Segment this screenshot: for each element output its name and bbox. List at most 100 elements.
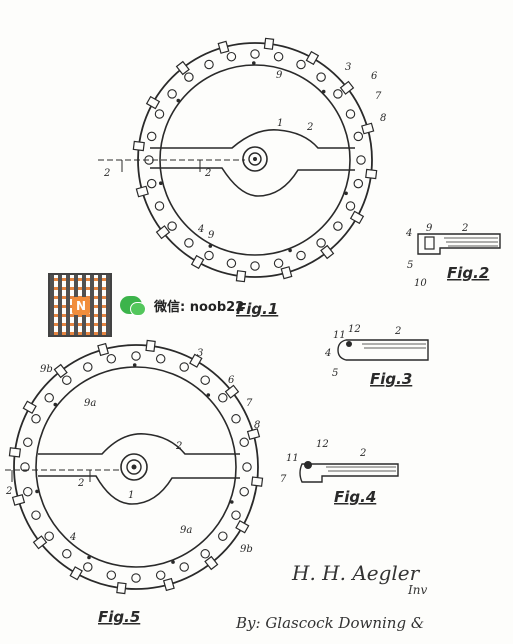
fig1-hole [226,258,237,269]
fig1-label-8: 8 [380,113,386,124]
fig5-label-9b-top: 9b [40,364,53,375]
fig1-label-1: 1 [277,118,283,129]
fig5-label-4: 4 [69,532,76,543]
fig1-clip [344,191,348,196]
fig5-hole [62,549,72,559]
fig5-hole [218,531,228,541]
fig3-label-4: 4 [324,348,331,359]
fig1-hole [273,51,284,62]
fig2-label-9: 9 [426,223,433,234]
fig5-inner-rim [35,366,237,568]
fig4-rivet [304,461,312,469]
fig5-hole [242,462,252,472]
fig1-hole [250,261,260,271]
fig5-notch [32,535,48,550]
fig4-drawing: 11 12 2 7 Fig.4 [280,439,399,506]
fig5-notch [162,577,175,592]
fig5-hole [155,354,166,364]
fig1-hub-inner [248,152,262,166]
fig1-notch [175,60,190,76]
fig1-notch [349,210,365,225]
fig1-drawing: 1 2 3 6 7 8 9 4 9 2 2 Fig.1 [98,37,386,318]
fig3-label-12: 12 [348,324,361,335]
fig1-label-3: 3 [345,62,351,73]
fig5-label-2: 2 [175,441,182,452]
fig5-hole [31,414,41,424]
fig1-section-label-right: 2 [204,168,211,179]
fig5-hole [23,486,33,497]
fig3-label-2: 2 [394,326,401,337]
fig5-hole [239,486,249,497]
fig1-hole [353,178,364,189]
fig5-hole [131,351,141,361]
fig5-section-label-left: 2 [5,486,12,497]
fig5-clip [53,402,58,407]
fig1-hole [296,59,306,70]
fig1-notch [190,254,205,270]
fig5-hub [120,453,148,481]
fig1-hub [242,146,268,172]
fig4-caption: Fig.4 [334,488,376,506]
fig5-hole [106,354,117,364]
fig1-clip [321,89,326,94]
fig1-notch [320,244,335,260]
fig2-label-5: 5 [407,260,413,271]
fig5-wheel [8,339,264,595]
fig1-notch [361,122,375,135]
fig4-section-outline [299,463,399,483]
fig1-hole [316,238,326,248]
fig2-caption: Fig.2 [447,264,489,282]
fig5-hole [83,562,93,572]
qr-badge: N [72,297,90,315]
fig5-drawing: 9b 9a 3 6 7 8 2 1 4 9a 9b 2 2 Fig.5 [5,339,264,626]
watermark-overlay: N 微信: noob22 [48,273,244,337]
fig1-hole [250,49,260,59]
fig5-label-7: 7 [246,398,253,409]
fig3-hatching [362,343,426,349]
fig1-notch [365,168,378,180]
fig1-hole [204,250,214,261]
fig2-drawing: 4 9 2 5 10 Fig.2 [405,223,501,289]
fig5-label-8: 8 [254,420,260,431]
fig1-clip [176,98,181,103]
fig1-hole [146,131,157,142]
fig1-notch [263,37,275,50]
fig2-label-10: 10 [414,278,427,289]
fig5-hub-inner [126,459,142,475]
fig5-caption: Fig.5 [98,608,140,626]
fig5-hole [83,362,93,372]
fig5-notch [69,566,83,581]
attorney-signature: By: Glascock Downing & [235,614,424,632]
fig5-notch [246,428,261,441]
fig1-hole [226,51,237,62]
fig5-outer-rim [13,344,259,590]
fig1-clip [288,248,292,253]
fig3-caption: Fig.3 [370,370,412,388]
fig5-hole [31,510,41,520]
fig2-section-outline [417,233,501,255]
fig1-clip [159,181,163,185]
fig5-notch [235,520,250,534]
fig5-hole [20,462,30,472]
fig5-hole [200,375,210,385]
fig1-notch [305,50,320,66]
fig1-hole [184,238,194,248]
fig5-notch [8,447,22,458]
fig1-label-6: 6 [371,71,378,82]
fig3-rivet [346,341,352,347]
fig5-hole [231,510,241,520]
fig5-clip [230,500,234,504]
fig5-clip [87,555,91,560]
fig5-notch [145,339,156,353]
fig5-hole [231,414,241,424]
fig5-hole [131,573,141,583]
fig5-notch [250,476,264,487]
fig1-notch [235,270,247,283]
fig1-hole [184,72,194,82]
fig1-notch [280,266,293,280]
fig5-hole [155,570,166,580]
inventor-signature: H. H. Aegler [291,561,421,585]
fig5-hub-center [131,464,137,470]
